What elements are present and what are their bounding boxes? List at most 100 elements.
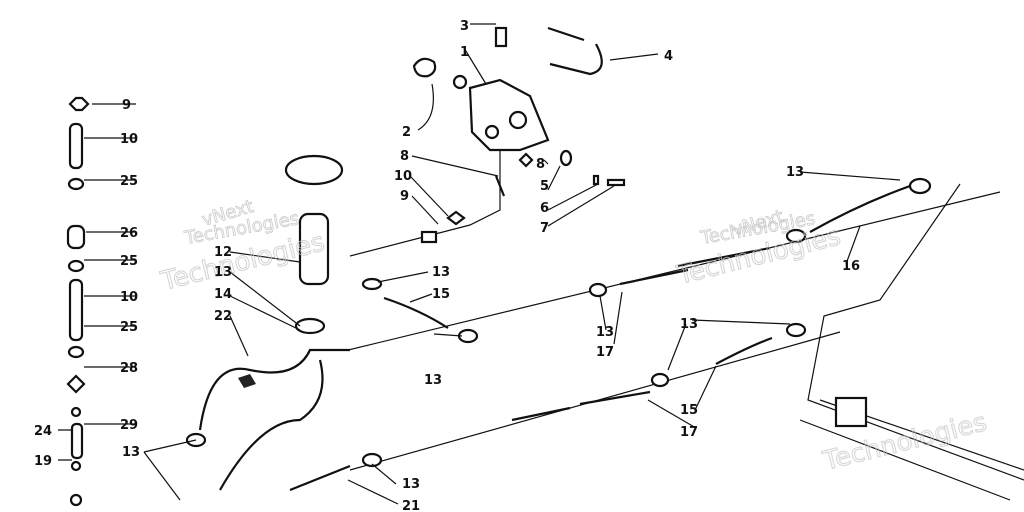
callout-24: 24 xyxy=(34,424,52,439)
hose-17-upper xyxy=(619,268,689,286)
callout-labels: 3 1 4 2 8 8 10 5 9 6 7 9 10 25 26 25 10 … xyxy=(34,19,860,512)
upper-hose-line xyxy=(339,191,1001,353)
callout-14: 14 xyxy=(214,287,232,302)
callout-13-upper-left: 13 xyxy=(432,265,450,280)
clamp-13-e xyxy=(785,322,807,338)
hose-21 xyxy=(289,464,351,492)
hose-15-left xyxy=(383,296,449,329)
hose-upper-right xyxy=(677,246,771,268)
hose-4-bent xyxy=(549,43,603,76)
callout-13-right: 13 xyxy=(680,317,698,332)
radiator-cap xyxy=(284,154,344,186)
callout-13-bottom-left: 13 xyxy=(122,445,140,460)
filler-neck-12 xyxy=(298,212,330,286)
callout-1: 1 xyxy=(460,45,469,60)
callout-17-lower: 17 xyxy=(680,425,698,440)
callout-19: 19 xyxy=(34,454,52,469)
hose-16 xyxy=(809,184,911,233)
cap-2 xyxy=(412,57,437,78)
callout-5: 5 xyxy=(540,179,549,194)
callout-13-top-right: 13 xyxy=(786,165,804,180)
callout-7: 7 xyxy=(540,221,549,236)
filler-neck-group xyxy=(284,154,344,335)
clamp-13-h xyxy=(361,452,383,468)
washer-29-lower xyxy=(70,460,82,472)
clamp-13-filler xyxy=(294,317,326,335)
hose-24 xyxy=(70,422,84,460)
callout-15-left: 15 xyxy=(432,287,450,302)
callout-17-upper: 17 xyxy=(596,345,614,360)
bracket-hole xyxy=(508,110,528,130)
radiator xyxy=(799,183,1024,501)
radiator-outline xyxy=(807,183,1024,481)
bolt-3 xyxy=(494,26,508,48)
callout-4: 4 xyxy=(664,49,673,64)
hose-lines xyxy=(198,184,1001,492)
hose-10-top xyxy=(420,230,438,244)
leader-lines xyxy=(58,23,901,505)
fitting-26 xyxy=(66,224,86,250)
callout-10-top: 10 xyxy=(394,169,412,184)
clamp-9 xyxy=(68,96,90,112)
callout-10-left-lower: 10 xyxy=(120,290,138,305)
callout-9-top: 9 xyxy=(400,189,409,204)
callout-3: 3 xyxy=(460,19,469,34)
hose-s-bend xyxy=(219,359,324,491)
hose-17-mid xyxy=(511,406,571,422)
radiator-fitting xyxy=(834,396,868,428)
clamps-13 xyxy=(185,177,932,468)
hose-4-straight xyxy=(547,26,585,42)
grommet-2 xyxy=(452,74,468,90)
callout-12: 12 xyxy=(214,245,232,260)
callout-22: 22 xyxy=(214,309,232,324)
hose-15-right xyxy=(715,336,773,365)
washer-5 xyxy=(559,149,573,167)
callout-13-bottom: 13 xyxy=(402,477,420,492)
callout-2: 2 xyxy=(402,125,411,140)
callout-28: 28 xyxy=(120,361,138,376)
callout-13-mid-left: 13 xyxy=(424,373,442,388)
clamp-13-d xyxy=(650,372,670,388)
nut-6 xyxy=(592,174,600,186)
hose-shading xyxy=(238,374,256,388)
clamp-25-upper xyxy=(67,177,85,191)
callout-8-left: 8 xyxy=(400,149,409,164)
callout-29: 29 xyxy=(120,418,138,433)
callout-9-left: 9 xyxy=(122,98,131,113)
hose-10-lower xyxy=(68,278,84,342)
fitting-8 xyxy=(518,152,534,168)
clamp-8-top xyxy=(494,175,506,197)
callout-13-mid: 13 xyxy=(596,325,614,340)
clamp-9-top xyxy=(446,210,466,226)
reservoir-bracket-1 xyxy=(468,78,550,152)
clamp-13-f xyxy=(785,228,807,244)
hose-17-lower xyxy=(579,390,651,406)
clamp-13-a xyxy=(361,277,383,291)
valve-28 xyxy=(66,374,86,394)
callout-6: 6 xyxy=(540,201,549,216)
fitting-19 xyxy=(69,493,83,507)
bracket-hole-2 xyxy=(484,124,500,140)
callout-25-upper: 25 xyxy=(120,174,138,189)
callout-10-left-upper: 10 xyxy=(120,132,138,147)
watermark: vNext Technologies Technologies vNext Te… xyxy=(157,196,990,478)
reservoir-assembly xyxy=(349,26,626,257)
left-parts-stack xyxy=(66,96,90,507)
callout-21: 21 xyxy=(402,499,420,512)
overflow-line xyxy=(349,150,501,257)
callout-16: 16 xyxy=(842,259,860,274)
hose-10-upper xyxy=(68,122,84,170)
callout-25-lower: 25 xyxy=(120,320,138,335)
hose-22-elbow xyxy=(198,348,350,431)
screw-7 xyxy=(606,178,626,187)
clamp-25-lower xyxy=(67,345,85,359)
clamp-25-mid xyxy=(67,259,85,273)
callout-13-filler: 13 xyxy=(214,265,232,280)
clamp-13-c xyxy=(588,282,608,298)
clamp-13-g xyxy=(908,177,932,195)
washer-29-upper xyxy=(70,406,82,418)
callout-25-mid: 25 xyxy=(120,254,138,269)
callout-8-right: 8 xyxy=(536,157,545,172)
callout-15-right: 15 xyxy=(680,403,698,418)
